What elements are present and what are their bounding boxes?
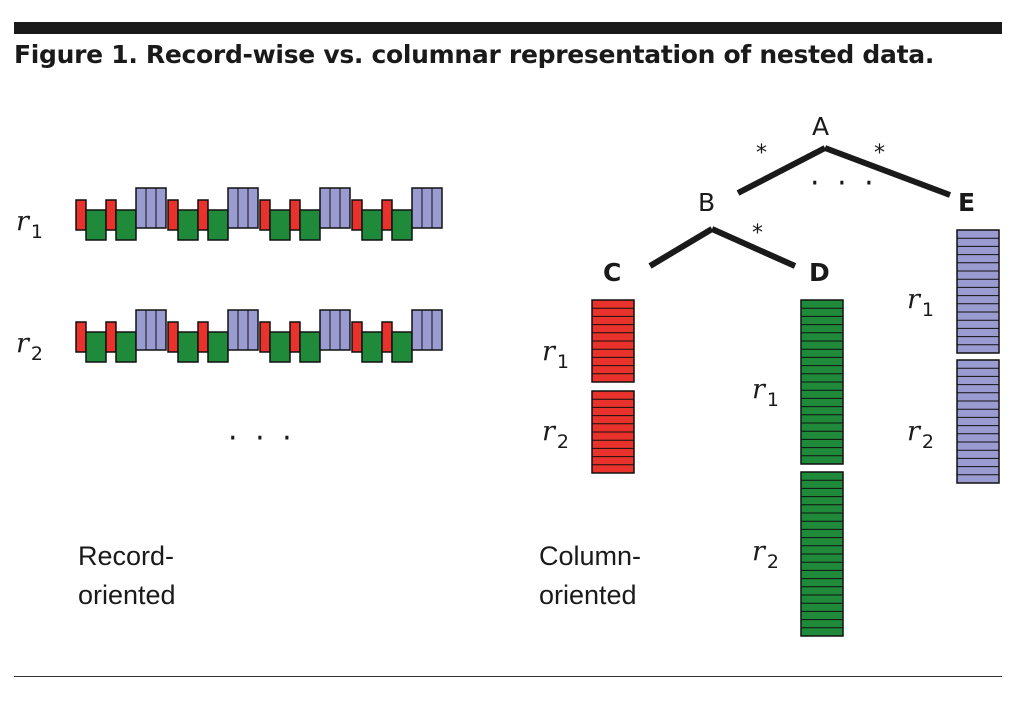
record-cell-c xyxy=(259,199,271,231)
record-cell-d xyxy=(269,331,291,363)
record-cell-c xyxy=(381,321,393,353)
record-cell-d xyxy=(85,331,107,363)
figure-caption: Figure 1. Record-wise vs. columnar repre… xyxy=(14,40,935,69)
record-cell-e xyxy=(411,187,443,229)
repeat-star-a-b: * xyxy=(756,141,767,166)
record-cell-c xyxy=(197,199,209,231)
tree-node-b: B xyxy=(698,188,715,217)
record-cell-e xyxy=(319,187,351,229)
record-cell-c xyxy=(197,321,209,353)
record-cell-d xyxy=(177,209,199,241)
record-cell-e xyxy=(227,309,259,351)
record-cell-d xyxy=(177,331,199,363)
column-e-r1-stack xyxy=(956,229,1000,354)
record-cell-d xyxy=(361,331,383,363)
tree-leaf-e: E xyxy=(958,188,975,217)
record-cell-c xyxy=(351,321,363,353)
record-cell-c xyxy=(105,199,117,231)
record-cell-d xyxy=(391,331,413,363)
edge-b-c xyxy=(648,226,714,269)
edge-a-e xyxy=(823,145,952,198)
edge-b-d xyxy=(710,226,797,269)
record-cell-c xyxy=(167,199,179,231)
record-cell-c xyxy=(105,321,117,353)
tree-node-a: A xyxy=(812,112,829,141)
record-cell-c xyxy=(289,321,301,353)
column-e-r2-frame xyxy=(956,359,1000,484)
repeat-star-b-d: * xyxy=(752,221,763,246)
tree-ellipsis: · · · xyxy=(810,166,878,201)
column-d-r2-stack xyxy=(800,471,844,637)
record-cell-c xyxy=(75,199,87,231)
record-cell-d xyxy=(299,331,321,363)
record-cell-d xyxy=(299,209,321,241)
record-cell-e xyxy=(411,309,443,351)
top-rule xyxy=(14,22,1002,34)
record-cell-c xyxy=(75,321,87,353)
column-c-r2-stack xyxy=(591,390,635,474)
record-cell-d xyxy=(85,209,107,241)
record-cell-d xyxy=(269,209,291,241)
record-cell-e xyxy=(135,309,167,351)
column-d-r1-stack xyxy=(800,299,844,465)
record-ellipsis: · · · xyxy=(228,421,296,456)
record-cell-d xyxy=(115,331,137,363)
record-cell-c xyxy=(381,199,393,231)
record-row-r2 xyxy=(75,309,443,363)
schema-tree xyxy=(648,145,952,269)
record-cell-d xyxy=(115,209,137,241)
record-cell-c xyxy=(259,321,271,353)
column-c-r1-stack xyxy=(591,299,635,383)
record-cell-c xyxy=(351,199,363,231)
tree-leaf-d: D xyxy=(809,258,830,287)
record-cell-d xyxy=(207,209,229,241)
record-cell-c xyxy=(289,199,301,231)
record-cell-e xyxy=(227,187,259,229)
bottom-rule xyxy=(14,676,1002,677)
record-cell-d xyxy=(207,331,229,363)
record-oriented-label-line1: Record- xyxy=(78,541,174,571)
record-oriented-label-line2: oriented xyxy=(78,580,176,610)
column-oriented-label-line2: oriented xyxy=(539,580,637,610)
record-cell-d xyxy=(361,209,383,241)
record-row-r1 xyxy=(75,187,443,241)
column-e-r2-stack xyxy=(956,359,1000,484)
column-oriented-label-line1: Column- xyxy=(539,541,641,571)
tree-leaf-c: C xyxy=(603,258,621,287)
record-cell-c xyxy=(167,321,179,353)
repeat-star-a-e: * xyxy=(874,141,885,166)
record-cell-e xyxy=(319,309,351,351)
edge-a-b xyxy=(736,145,827,196)
record-cell-d xyxy=(391,209,413,241)
column-e-r1-frame xyxy=(956,229,1000,354)
record-cell-e xyxy=(135,187,167,229)
